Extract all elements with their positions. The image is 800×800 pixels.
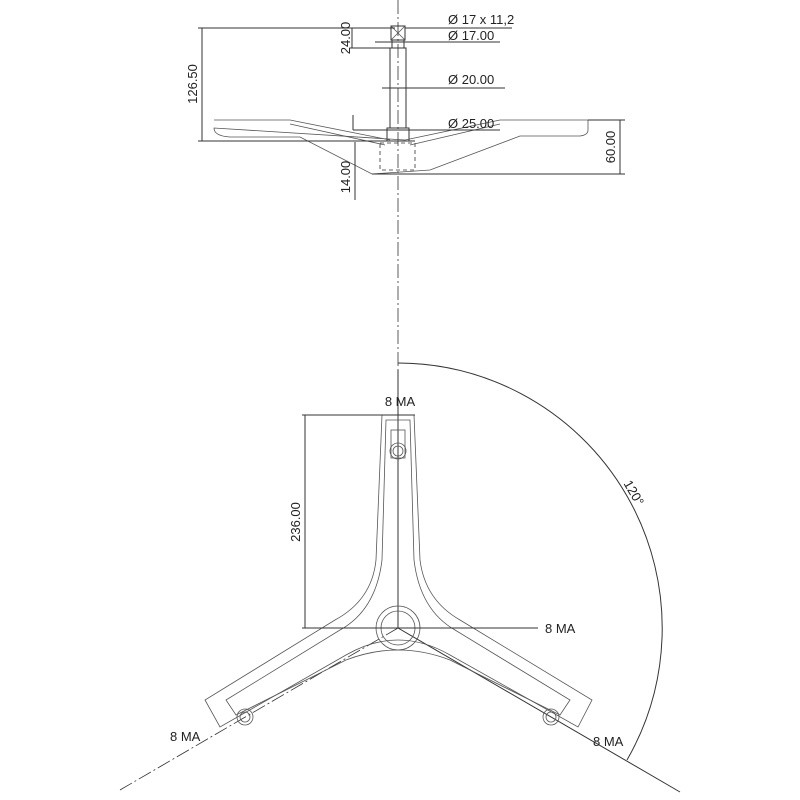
bolt-hole-top <box>389 442 407 460</box>
dim-arm-length: 236.00 <box>288 502 303 542</box>
dim-cap-diameter: Ø 17 x 11,2 <box>448 12 514 27</box>
bolt-hole-right-inner <box>545 711 557 723</box>
thread-label-right: 8 MA <box>593 734 624 749</box>
dim-shaft-diameter: Ø 20.00 <box>448 72 494 87</box>
hub-hidden-outline <box>379 142 416 171</box>
dim-bottom-depth: 14.00 <box>338 161 353 194</box>
angle-arc <box>397 362 663 761</box>
dim-collar-diameter: Ø 25.00 <box>448 116 494 131</box>
dim-plate-height: 60.00 <box>603 131 618 164</box>
thread-label-center: 8 MA <box>545 621 576 636</box>
thread-label-top: 8 MA <box>385 394 416 409</box>
thread-label-left: 8 MA <box>170 729 201 744</box>
left-arm-centerline <box>119 627 399 791</box>
bolt-slot-top <box>390 429 406 459</box>
cap-cross-line <box>390 25 406 41</box>
plan-view: 236.00 120° 8 MA 8 MA 8 MA 8 MA <box>119 362 681 793</box>
bolt-hole-left <box>236 708 254 726</box>
bolt-hole-left-inner <box>239 711 251 723</box>
spider-plate-profile <box>213 119 589 175</box>
right-arm-axis <box>397 627 681 793</box>
dim-neck-diameter: Ø 17.00 <box>448 28 494 43</box>
dim-cap-height: 24.00 <box>338 22 353 55</box>
dim-total-height: 126.50 <box>185 64 200 104</box>
spider-outer-outline <box>204 414 593 728</box>
spider-inner-outline <box>225 419 571 716</box>
spider-arms <box>204 414 593 728</box>
side-view: 126.50 24.00 Ø 17 x 11,2 Ø 17.00 Ø 20.00… <box>185 0 625 370</box>
bolt-hole-top-inner <box>392 445 404 457</box>
bolt-hole-right <box>542 708 560 726</box>
